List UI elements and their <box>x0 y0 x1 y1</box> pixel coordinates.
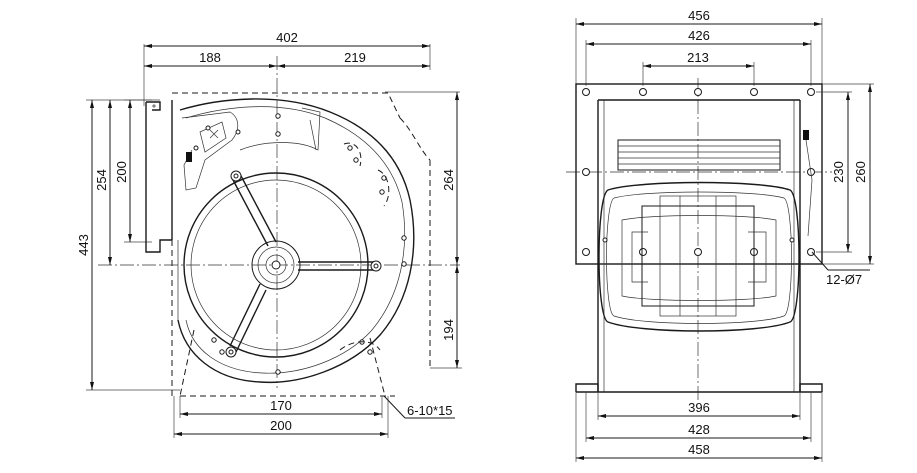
dim-base-mid-front: 428 <box>586 422 811 440</box>
dim-height-total: 443 <box>76 99 180 391</box>
dim-height-flange: 260 <box>822 83 874 265</box>
dim-label-170: 170 <box>270 398 292 413</box>
dim-base-outer: 200 <box>173 396 389 438</box>
dim-label-200: 200 <box>114 161 129 183</box>
dim-base-inner-front: 396 <box>598 400 800 418</box>
dim-label-402: 402 <box>276 30 298 45</box>
front-view: 456 426 213 <box>566 8 874 462</box>
dim-label-443: 443 <box>76 234 91 256</box>
support-spokes <box>225 170 382 358</box>
dim-base-inner: 170 <box>179 396 383 418</box>
housing-flange <box>145 100 173 253</box>
mounting-feet <box>575 383 823 462</box>
slot-callout-label: 6-10*15 <box>407 403 453 418</box>
dim-label-254: 254 <box>94 169 109 191</box>
dim-height-right-upper: 264 <box>385 91 460 265</box>
dim-overall-width: 402 <box>143 30 431 106</box>
slot-callout: 6-10*15 <box>383 395 455 419</box>
volute-scroll <box>177 98 415 384</box>
dim-label-219: 219 <box>344 50 366 65</box>
hole-callout: 12-Ø7 <box>811 251 870 287</box>
housing-outline-dashed <box>171 92 431 397</box>
dim-label-426: 426 <box>688 28 710 43</box>
dim-label-188: 188 <box>199 50 221 65</box>
dim-label-230: 230 <box>831 161 846 183</box>
dim-label-458: 458 <box>688 442 710 457</box>
dim-label-200-base: 200 <box>270 418 292 433</box>
dim-label-396: 396 <box>688 400 710 415</box>
dim-height-right-lower: 194 <box>430 265 462 369</box>
dim-flange-holes: 426 <box>585 28 812 86</box>
side-view: 402 188 219 443 <box>76 30 462 438</box>
dim-flange-outer: 456 <box>575 8 823 92</box>
dim-base-outer-front: 458 <box>576 442 822 460</box>
housing-holes <box>211 113 407 375</box>
dim-label-194: 194 <box>441 319 456 341</box>
outlet-flange <box>575 83 823 265</box>
dim-label-428: 428 <box>688 422 710 437</box>
inlet-and-motor <box>598 181 800 332</box>
dim-height-holes: 230 <box>816 91 852 253</box>
dim-right-offset: 219 <box>277 50 430 68</box>
dim-height-upper: 254 <box>94 100 112 265</box>
dim-label-456: 456 <box>688 8 710 23</box>
motor-bracket <box>181 107 321 191</box>
dim-label-264: 264 <box>441 169 456 191</box>
hole-callout-label: 12-Ø7 <box>826 272 862 287</box>
dim-label-213: 213 <box>687 50 709 65</box>
dim-left-offset: 188 <box>144 50 277 68</box>
dim-height-bracket: 200 <box>114 99 152 243</box>
housing-body <box>597 99 813 392</box>
dim-flange-center: 213 <box>642 50 755 86</box>
dim-label-260: 260 <box>853 161 868 183</box>
